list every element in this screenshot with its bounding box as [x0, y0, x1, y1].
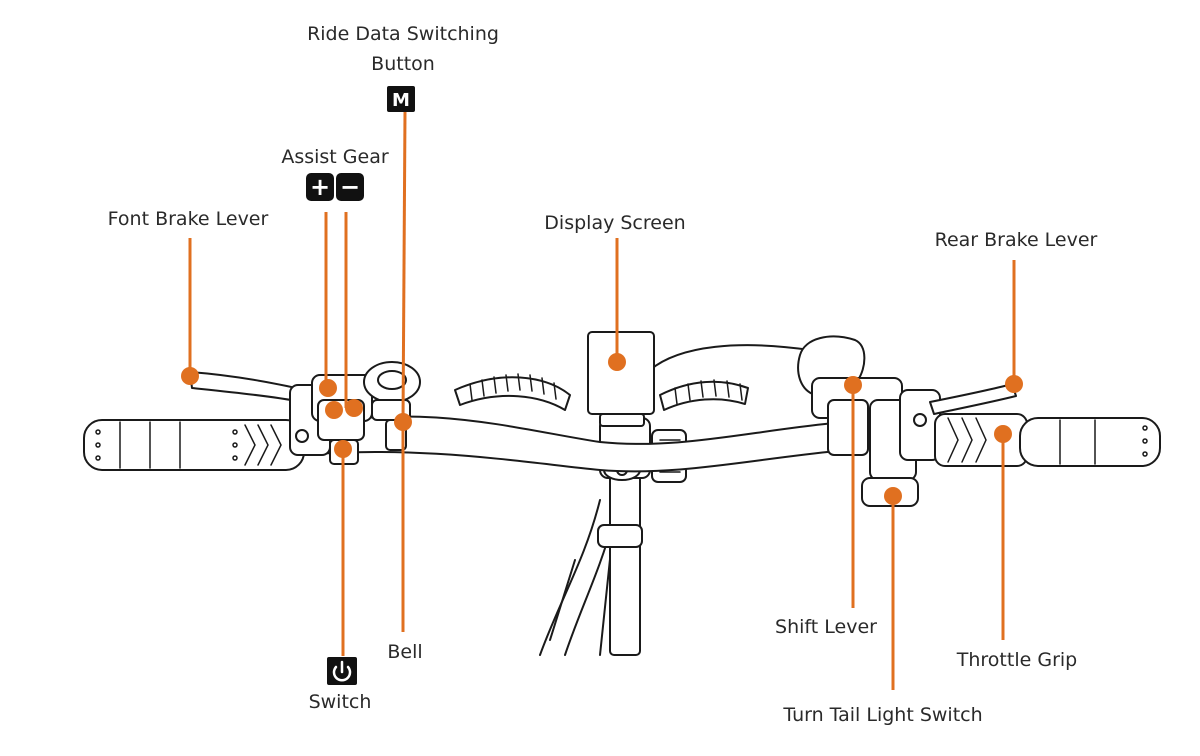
label-display-screen: Display Screen	[544, 212, 685, 234]
plus-icon: +	[306, 173, 334, 201]
plus-icon-glyph: +	[310, 173, 330, 201]
label-ride-data-line1: Ride Data Switching	[307, 23, 499, 45]
label-shift-lever: Shift Lever	[775, 616, 877, 638]
label-front-brake: Font Brake Lever	[108, 208, 269, 230]
label-ride-data-line2: Button	[371, 53, 435, 75]
minus-icon: −	[336, 173, 364, 201]
label-assist-gear: Assist Gear	[281, 146, 389, 168]
label-turn-tail-light: Turn Tail Light Switch	[782, 704, 982, 726]
bell	[363, 361, 421, 451]
dot-switch	[334, 440, 352, 458]
rear-brake-lever	[929, 383, 1017, 415]
coiled-cable-left	[454, 373, 571, 411]
right-controls	[797, 335, 941, 507]
m-button-icon-glyph: M	[392, 90, 410, 111]
leader-lines	[188, 111, 1016, 690]
right-grip	[934, 413, 1161, 467]
label-throttle-grip: Throttle Grip	[956, 649, 1077, 671]
label-switch: Switch	[309, 691, 372, 713]
dot-turn-light	[884, 487, 902, 505]
dot-assist-minus	[345, 399, 363, 417]
minus-icon-glyph: −	[340, 173, 360, 201]
dot-display	[608, 353, 626, 371]
label-rear-brake: Rear Brake Lever	[935, 229, 1098, 251]
display-screen-unit	[587, 331, 655, 427]
labels: Ride Data Switching Button Assist Gear F…	[108, 23, 1098, 726]
leader-ride-data	[401, 111, 407, 423]
dot-shift	[844, 376, 862, 394]
dot-assist-plus	[319, 379, 337, 397]
marker-dots	[181, 353, 1023, 505]
frame-tubes	[539, 469, 643, 656]
left-grip	[83, 419, 305, 471]
dot-throttle	[994, 425, 1012, 443]
dot-bell	[394, 413, 412, 431]
dot-rear-brake	[1005, 375, 1023, 393]
dot-ride-data	[325, 401, 343, 419]
dot-front-brake	[181, 367, 199, 385]
coiled-cable-right	[649, 344, 811, 411]
power-icon	[327, 657, 357, 685]
handlebar-illustration	[83, 331, 1161, 656]
m-button-icon: M	[387, 86, 415, 112]
label-bell: Bell	[387, 641, 422, 663]
